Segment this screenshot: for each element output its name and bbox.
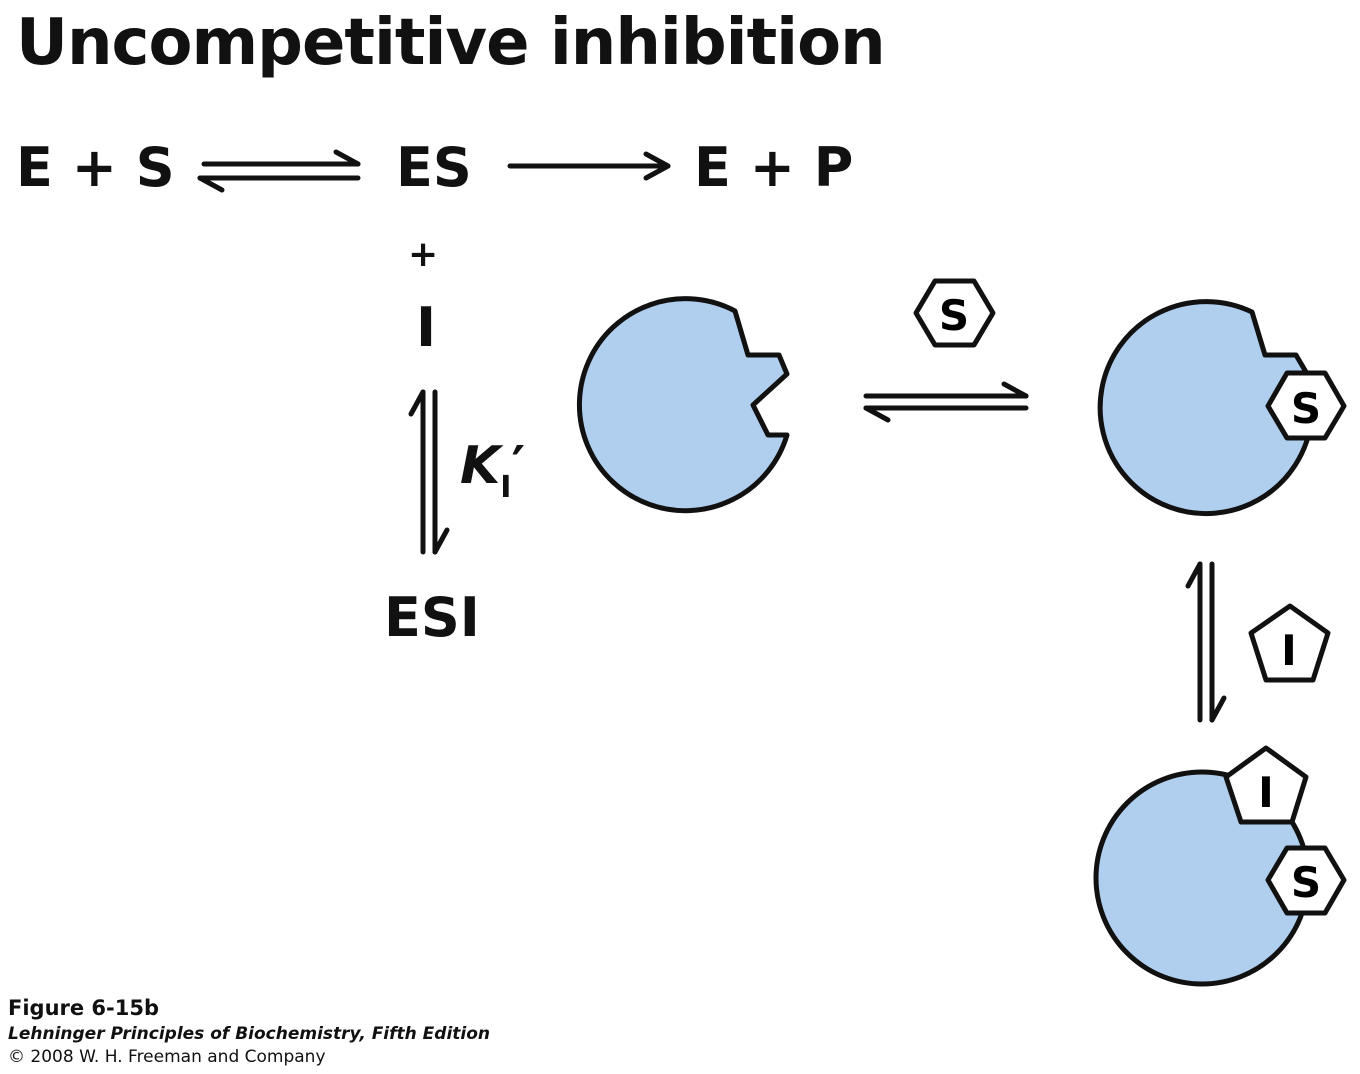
inhibitor-i: I [416,296,437,359]
book-title: Lehninger Principles of Biochemistry, Fi… [8,1024,491,1044]
reactants-e-plus-s: E + S [16,136,175,199]
substrate-hexagon-free: S [913,278,996,348]
ki-prime: ′ [511,436,526,496]
page-title: Uncompetitive inhibition [16,6,886,80]
free-enzyme [576,296,790,514]
substrate-hexagon-bound: S [1265,370,1347,441]
inhibitor-pentagon-bound: I [1223,745,1309,825]
ki-symbol: K [460,436,501,496]
equilibrium-arrows-inhibitor-binding [1185,561,1227,723]
forward-arrow [507,151,671,181]
complex-esi: ESI [384,586,480,649]
inhibitor-pentagon-free: I [1248,603,1331,683]
products-e-plus-p: E + P [694,136,854,199]
complex-es: ES [396,136,472,199]
inhibitor-label-bound: I [1258,768,1274,817]
equilibrium-arrows-substrate-binding [863,381,1029,423]
substrate-label-bound: S [1291,384,1321,433]
ki-prime-constant: KI′ [460,436,526,505]
ki-subscript: I [500,470,512,505]
substrate-label: S [939,291,969,340]
inhibitor-label: I [1281,626,1297,675]
es-enzyme [1097,299,1315,517]
equilibrium-arrows-esi [408,389,450,555]
figure-number: Figure 6-15b [8,996,160,1020]
substrate-hexagon-esi: S [1265,845,1347,916]
substrate-label-esi: S [1291,858,1321,907]
plus-sign: + [408,234,439,275]
equilibrium-arrows-es [197,149,361,193]
copyright: © 2008 W. H. Freeman and Company [8,1047,326,1067]
